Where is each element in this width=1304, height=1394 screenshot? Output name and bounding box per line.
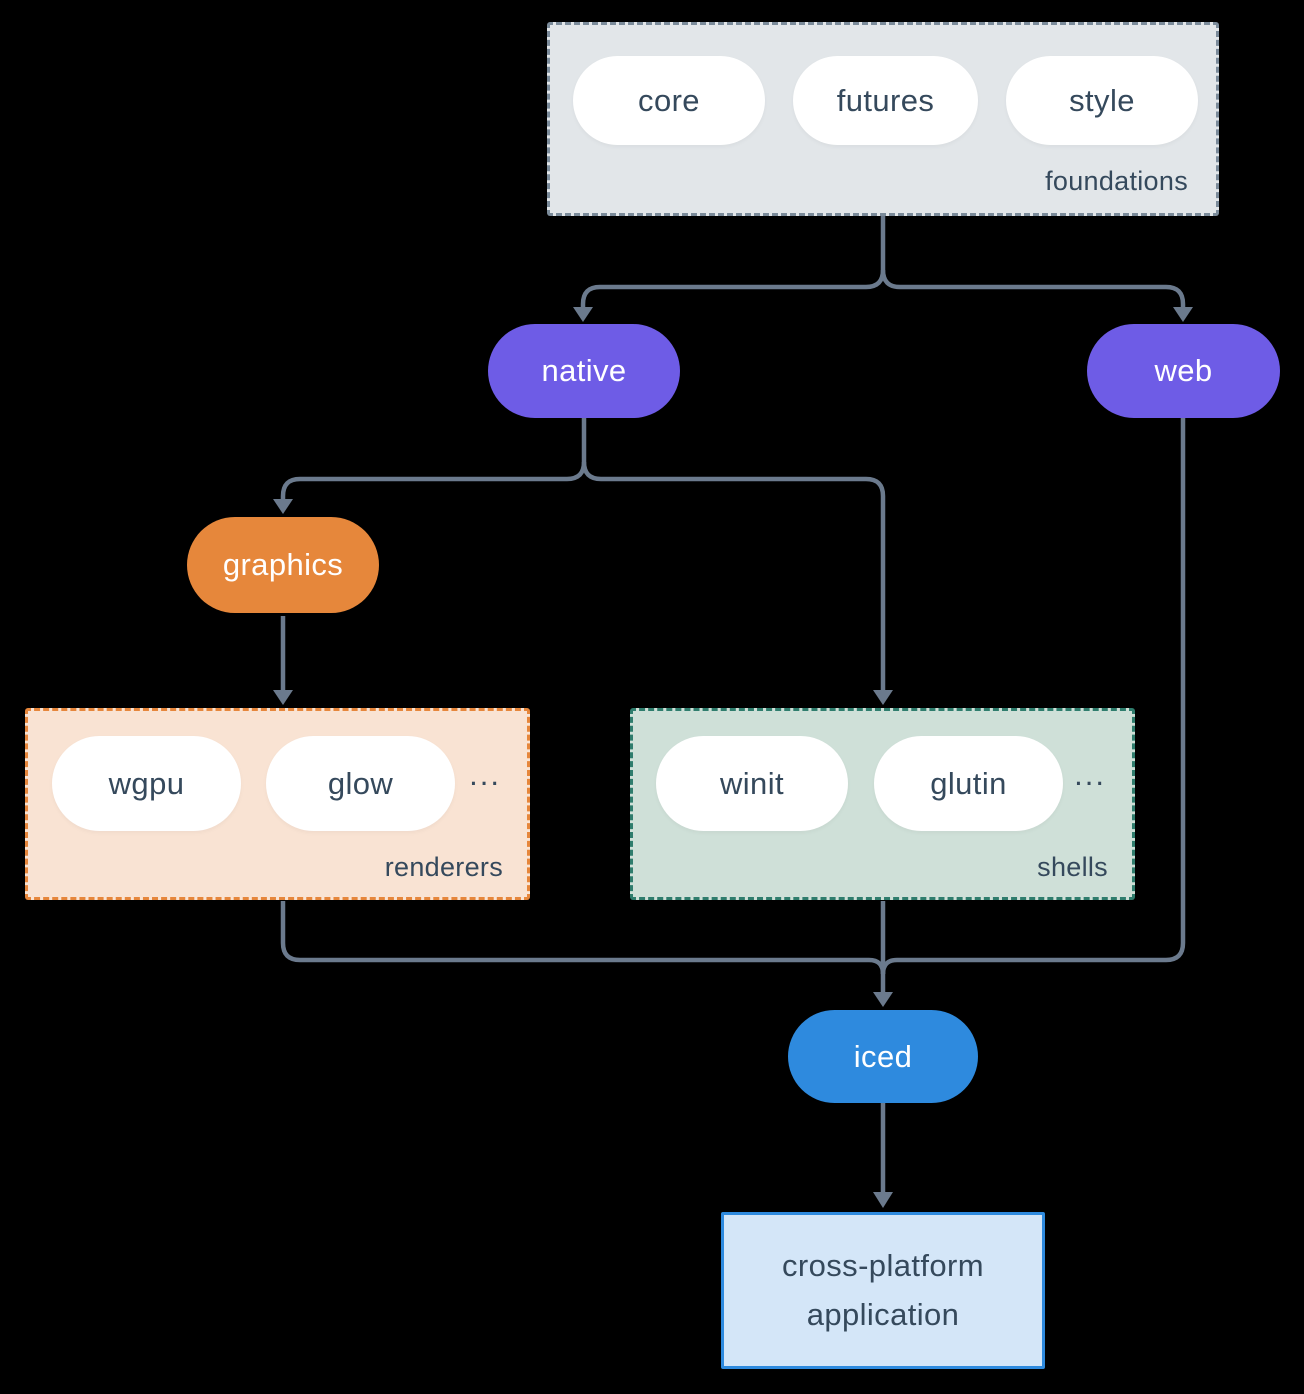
node-native-label: native (541, 353, 627, 388)
edge-renderers-iced (280, 901, 886, 975)
edge-foundations-native (580, 216, 886, 309)
node-core: core (573, 56, 765, 145)
node-glow: glow (266, 736, 455, 831)
node-glutin-label: glutin (930, 765, 1007, 801)
node-glutin: glutin (874, 736, 1063, 831)
node-futures: futures (793, 56, 978, 145)
node-iced-label: iced (853, 1038, 913, 1074)
shells-ellipsis: ... (1074, 757, 1106, 792)
node-core-label: core (638, 82, 700, 118)
edge-native-graphics (280, 418, 587, 500)
node-wgpu-label: wgpu (108, 765, 185, 801)
arrowhead-iced-application (873, 1192, 893, 1208)
group-shells-label: shells (1037, 852, 1108, 882)
node-web: web (1087, 324, 1280, 418)
node-web-label: web (1154, 353, 1213, 388)
node-graphics-label: graphics (222, 547, 344, 582)
node-winit-label: winit (719, 765, 784, 801)
renderers-ellipsis: ... (469, 757, 501, 792)
group-renderers: wgpu glow ... renderers (25, 708, 530, 900)
group-renderers-label: renderers (384, 852, 503, 882)
node-application-label: cross-platform application (782, 1247, 984, 1332)
node-wgpu: wgpu (52, 736, 241, 831)
arrowhead-foundations-web (1173, 307, 1193, 322)
node-style-label: style (1069, 82, 1135, 118)
node-style: style (1006, 56, 1198, 145)
arrowhead-merge-iced (873, 992, 893, 1007)
node-native: native (488, 324, 680, 418)
group-shells: winit glutin ... shells (630, 708, 1135, 900)
node-glow-label: glow (327, 765, 394, 801)
edge-foundations-web (880, 269, 1186, 309)
group-foundations: core futures style foundations (547, 22, 1219, 216)
node-application: cross-platform application (721, 1212, 1045, 1369)
arrowhead-native-shells (873, 690, 893, 705)
node-iced: iced (788, 1010, 978, 1103)
arrowhead-graphics-renderers (273, 690, 293, 705)
node-winit: winit (656, 736, 848, 831)
group-foundations-label: foundations (1045, 166, 1188, 196)
arrowhead-native-graphics (273, 499, 293, 514)
node-futures-label: futures (836, 82, 935, 118)
arrowhead-foundations-native (573, 307, 593, 322)
node-graphics: graphics (187, 517, 379, 613)
edge-native-shells (581, 461, 886, 691)
